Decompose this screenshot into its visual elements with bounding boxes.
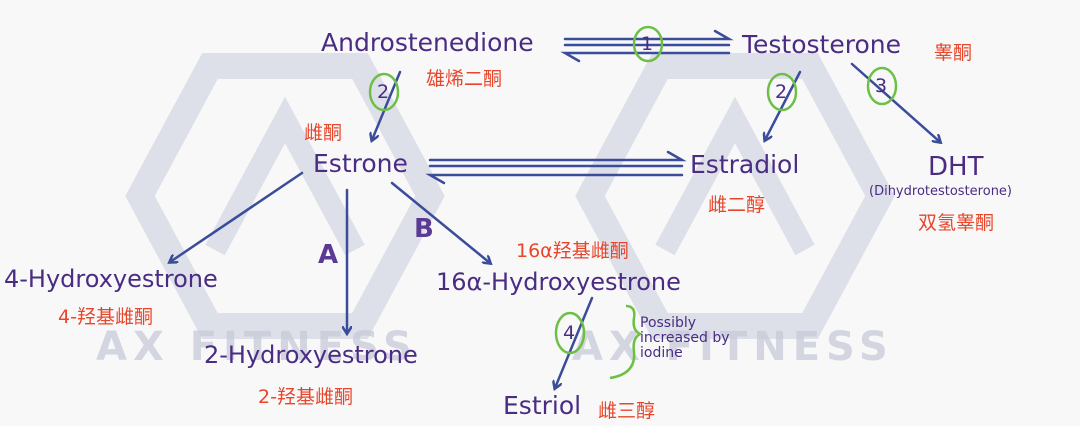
cn-4-hydroxyestrone: 4-羟基雌酮 [58,306,153,328]
arrow-16oh-to-estriol [555,296,594,388]
note-line-1: Possibly [640,315,697,331]
step-circle-3 [866,66,898,106]
cn-dht: 双氢睾酮 [918,212,995,234]
label-2-hydroxyestrone: 2-Hydroxyestrone [204,341,418,369]
arrow-testo-to-andro [560,51,731,63]
cn-testosterone: 睾酮 [934,42,973,64]
label-estradiol: Estradiol [690,150,800,179]
label-4-hydroxyestrone: 4-Hydroxyestrone [4,265,218,293]
step-label-2-testo: 2 [775,81,788,103]
cn-estrone: 雌酮 [304,122,343,144]
label-dht: DHT [928,152,984,182]
watermark-text-right: AX FITNESS [572,324,894,370]
arrow-testo-to-dht [850,62,940,142]
iodine-brace [609,304,643,380]
label-estrone: Estrone [313,149,408,178]
watermark-hexagon-right [575,53,895,339]
arrow-estrone-to-16oh [390,181,490,263]
watermark-text-left: AX FITNESS [96,324,418,370]
cn-estradiol: 雌二醇 [708,194,766,216]
step-circle-1 [632,25,664,63]
step-label-1: 1 [641,33,654,55]
step-circle-4 [554,311,586,355]
cn-estriol: 雌三醇 [598,400,656,422]
label-estriol: Estriol [503,391,582,420]
arrow-andro-to-testo [563,29,734,41]
cn-2-hydroxyestrone: 2-羟基雌酮 [258,386,353,408]
note-line-3: iodine [640,345,683,361]
label-testosterone: Testosterone [742,30,901,59]
arrow-estrone-to-4oh [170,171,304,262]
step-label-2-andro: 2 [377,81,390,103]
note-iodine: Possibly increased by iodine [640,316,730,361]
path-label-b: B [414,214,434,244]
cn-androstenedione: 雄烯二酮 [426,68,503,90]
step-circle-2-testo [766,72,798,112]
arrow-estrone-to-estradiol [428,150,687,162]
step-label-3: 3 [875,75,888,97]
cn-16a-hydroxyestrone: 16α羟基雌酮 [516,240,629,262]
path-label-a: A [318,240,339,270]
step-circle-2-andro [368,72,400,112]
watermark-hexagon-left [125,53,445,339]
label-androstenedione: Androstenedione [321,28,534,57]
step-label-4: 4 [563,322,576,344]
label-dht-full: (Dihydrotestosterone) [869,184,1012,199]
note-line-2: increased by [640,330,730,346]
label-16a-hydroxyestrone: 16α-Hydroxyestrone [436,268,681,296]
arrow-estradiol-to-estrone [425,173,684,185]
